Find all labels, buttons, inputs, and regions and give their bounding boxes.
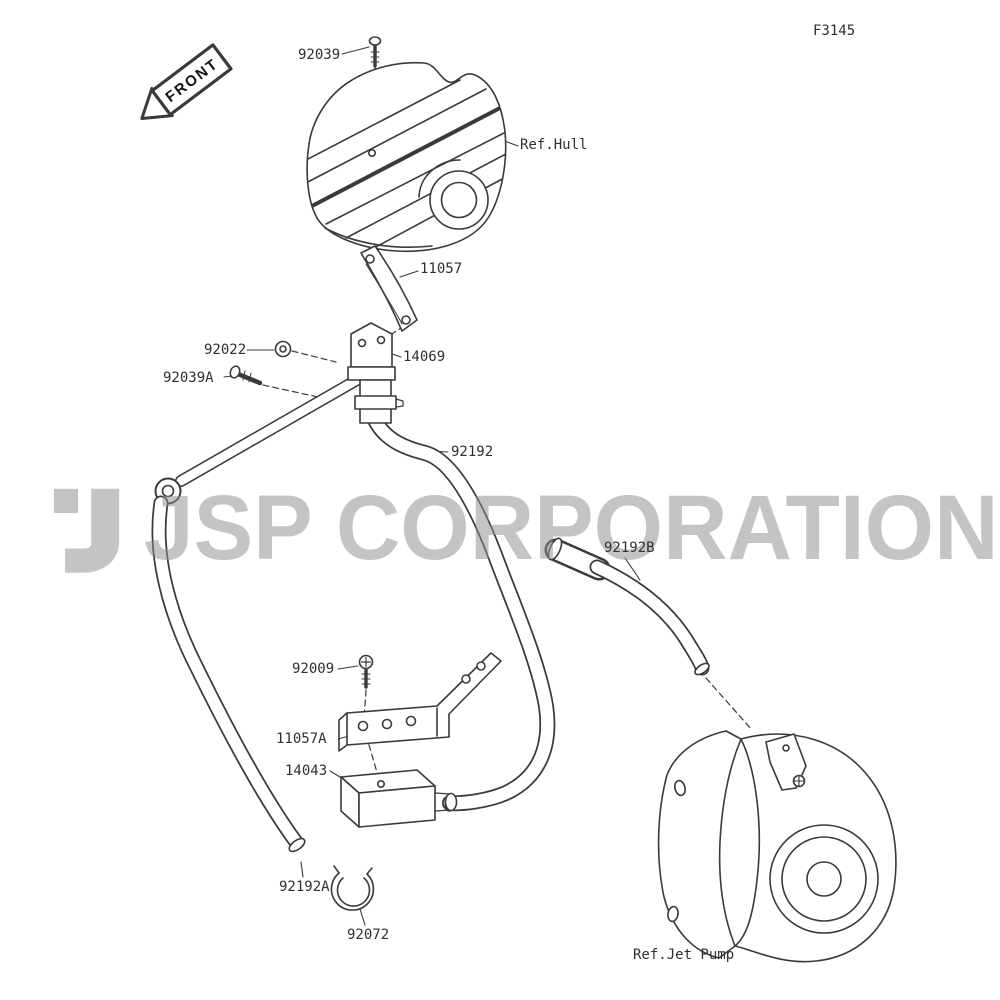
- washer-92022-drawing: [274, 340, 292, 358]
- part-label-92039: 92039: [298, 47, 341, 63]
- part-label-14069: 14069: [403, 349, 446, 365]
- part-label-92192a: 92192A: [279, 879, 330, 895]
- part-label-92009: 92009: [292, 661, 335, 677]
- part-label-92072: 92072: [347, 927, 390, 943]
- part-label-92192: 92192: [451, 444, 494, 460]
- jet-pump-drawing: [657, 730, 897, 963]
- ref-label-jet-pump: Ref.Jet Pump: [633, 947, 735, 963]
- clamp-92072-drawing: [330, 865, 375, 911]
- box-14043-drawing: [340, 769, 458, 828]
- bracket-11057-drawing: [360, 245, 418, 332]
- part-label-14043: 14043: [285, 763, 328, 779]
- part-label-11057: 11057: [420, 261, 463, 277]
- screw-92039a-drawing: [229, 365, 263, 386]
- part-label-92039a: 92039A: [163, 370, 214, 386]
- ref-label-hull: Ref.Hull: [520, 137, 588, 153]
- fitting-14069-drawing: [347, 322, 404, 424]
- figure-code: F3145: [813, 23, 856, 39]
- hose-92192-drawing: [367, 412, 556, 812]
- pipe-hose-92192a-drawing: [151, 371, 368, 853]
- front-marker-drawing: FRONT: [140, 43, 233, 121]
- screw-92009-drawing: [358, 654, 374, 689]
- bolt-92039-drawing: [368, 36, 382, 68]
- part-label-92022: 92022: [204, 342, 247, 358]
- hull-drawing: [306, 61, 507, 253]
- hose-92192b-drawing: [544, 537, 710, 676]
- bracket-11057a-drawing: [338, 652, 502, 752]
- part-label-11057a: 11057A: [276, 731, 327, 747]
- part-label-92192b: 92192B: [604, 540, 655, 556]
